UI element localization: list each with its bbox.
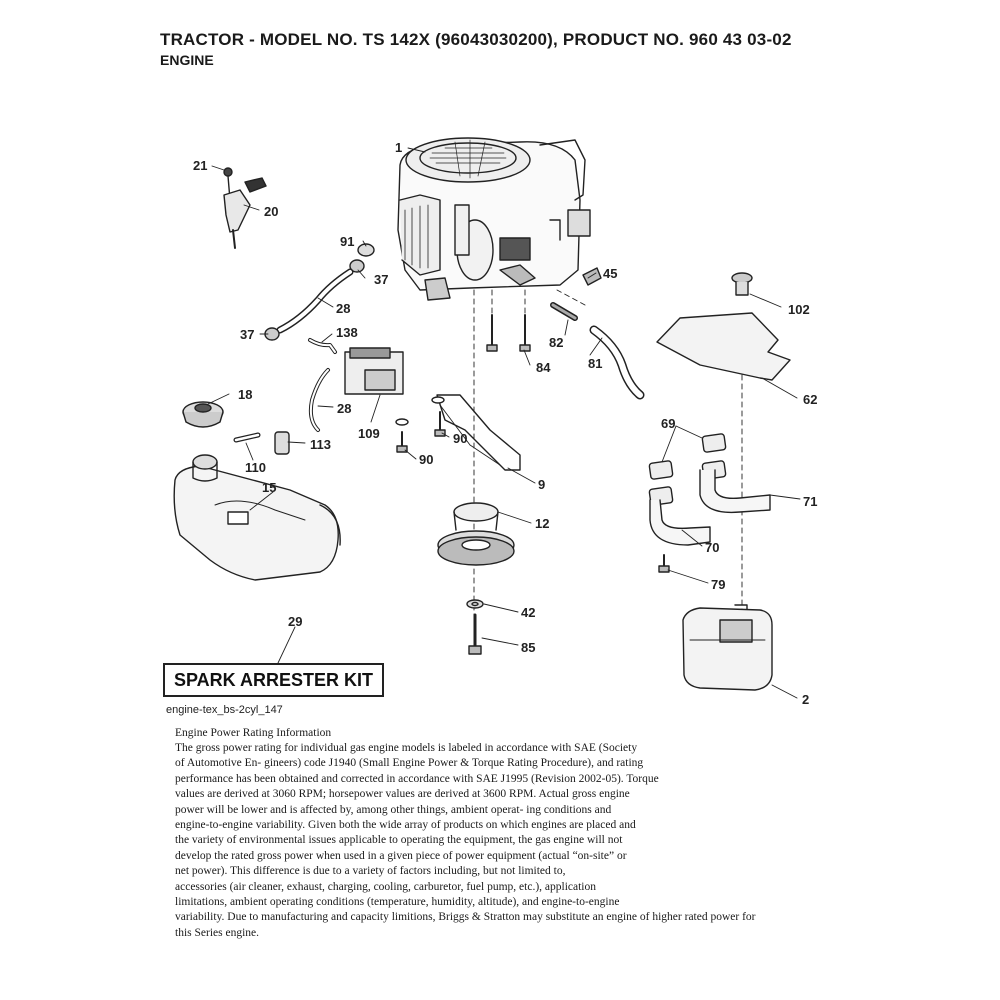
info-line: values are derived at 3060 RPM; horsepow… (175, 788, 630, 801)
dipstick-part (223, 167, 267, 249)
callout-62: 62 (803, 392, 817, 407)
engine-pulley-part (437, 502, 515, 566)
info-line: net power). This difference is due to a … (175, 865, 566, 878)
callout-28-lower: 28 (337, 401, 351, 416)
callout-12: 12 (535, 516, 549, 531)
info-line: The gross power rating for individual ga… (175, 742, 638, 754)
callout-71: 71 (803, 494, 817, 509)
callout-42: 42 (521, 605, 535, 620)
engine-bracket-part (395, 394, 521, 471)
callout-90-upper: 90 (453, 431, 467, 446)
callout-113: 113 (310, 437, 331, 452)
callout-91: 91 (340, 234, 354, 249)
callout-109: 109 (358, 426, 380, 441)
fuel-cap-part (182, 401, 224, 428)
exhaust-manifold-part (648, 433, 771, 573)
callout-37-upper: 37 (374, 272, 388, 287)
info-line: limitations, ambient operating condition… (175, 896, 620, 909)
muffler-part (682, 604, 773, 691)
callout-110: 110 (245, 460, 266, 475)
info-line: accessories (air cleaner, exhaust, charg… (175, 880, 596, 893)
figure-reference: engine-tex_bs-2cyl_147 (166, 704, 283, 716)
callout-29: 29 (288, 614, 302, 629)
callout-102: 102 (788, 302, 810, 317)
callout-69: 69 (661, 416, 675, 431)
info-line: this Series engine. (175, 926, 259, 939)
fuel-tank-part (173, 454, 341, 581)
section-title: ENGINE (160, 52, 214, 68)
info-line: power will be lower and is affected by, … (175, 803, 612, 816)
callout-9: 9 (538, 477, 545, 492)
engine-bolts-part (486, 314, 531, 352)
callout-20: 20 (264, 204, 278, 219)
callout-81: 81 (588, 356, 602, 371)
callout-1: 1 (395, 140, 402, 155)
fuel-fittings-part (233, 431, 290, 455)
heat-shield-part (656, 272, 791, 381)
info-line: engine-to-engine variability. Given both… (175, 819, 636, 832)
callout-85: 85 (521, 640, 535, 655)
page-title: TRACTOR - MODEL NO. TS 142X (96043030200… (160, 30, 792, 49)
spark-arrester-kit-label: SPARK ARRESTER KIT (163, 663, 384, 697)
callout-79: 79 (711, 577, 725, 592)
info-line: develop the rated gross power when used … (175, 849, 627, 862)
info-paragraph: The gross power rating for individual ga… (175, 741, 825, 941)
callout-15: 15 (262, 480, 276, 495)
callout-90-lower: 90 (419, 452, 433, 467)
callout-2: 2 (802, 692, 809, 707)
callout-28-upper: 28 (336, 301, 350, 316)
callout-18: 18 (238, 387, 252, 402)
info-line: the variety of environmental issues appl… (175, 834, 623, 847)
callout-70: 70 (705, 540, 719, 555)
info-line: of Automotive En- gineers) code J1940 (S… (175, 757, 644, 770)
info-heading: Engine Power Rating Information (175, 727, 332, 739)
callout-84: 84 (536, 360, 551, 375)
pulley-bolt-part (466, 599, 484, 655)
fuel-pump-part (344, 347, 404, 395)
callout-138: 138 (336, 325, 358, 340)
callout-21: 21 (193, 158, 207, 173)
oil-drain-part (550, 267, 645, 400)
engine-part (397, 137, 591, 301)
callout-45: 45 (603, 266, 617, 281)
info-line: performance has been obtained and correc… (175, 772, 659, 785)
info-line: variability. Due to manufacturing and ca… (175, 911, 756, 924)
callout-37-lower: 37 (240, 327, 254, 342)
callout-82: 82 (549, 335, 563, 350)
fuel-line-part (264, 243, 375, 432)
